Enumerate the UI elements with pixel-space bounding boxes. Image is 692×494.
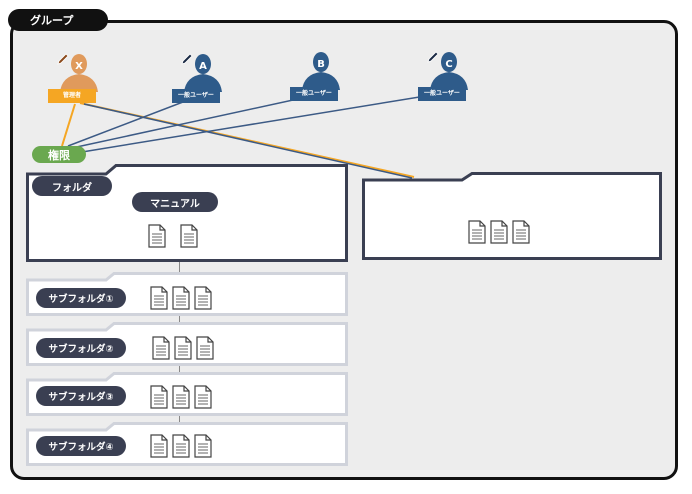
user-role: 一般ユーザー — [172, 89, 220, 103]
person-icon — [302, 52, 340, 90]
user-letter: C — [445, 59, 453, 70]
document-icon[interactable] — [194, 385, 212, 409]
document-icon[interactable] — [180, 224, 198, 248]
document-icon[interactable] — [194, 286, 212, 310]
user-letter: A — [199, 61, 207, 72]
permission-badge: 権限 — [32, 146, 86, 163]
subfolder-label: サブフォルダ③ — [36, 386, 126, 406]
document-icon[interactable] — [172, 286, 190, 310]
document-icon[interactable] — [148, 224, 166, 248]
document-icon[interactable] — [490, 220, 508, 244]
subfolder-label: サブフォルダ② — [36, 338, 126, 358]
subfolder-docs — [150, 434, 212, 458]
pencil-icon — [427, 51, 439, 63]
document-icon[interactable] — [468, 220, 486, 244]
user-a[interactable]: A 一般ユーザー — [172, 52, 226, 108]
document-icon[interactable] — [194, 434, 212, 458]
manual-label: マニュアル — [132, 192, 218, 212]
subfolder-docs — [150, 286, 212, 310]
user-x[interactable]: X 管理者 — [48, 52, 102, 108]
folder-label: フォルダ — [32, 176, 112, 196]
document-icon[interactable] — [172, 434, 190, 458]
person-icon — [184, 54, 222, 92]
person-icon — [60, 54, 98, 92]
group-label: グループ — [8, 9, 108, 31]
document-icon[interactable] — [152, 336, 170, 360]
subfolder-docs — [150, 385, 212, 409]
main-folder-docs — [148, 224, 198, 248]
folder-icon — [362, 172, 662, 260]
user-letter: X — [75, 61, 83, 72]
user-role: 一般ユーザー — [290, 87, 338, 101]
document-icon[interactable] — [150, 286, 168, 310]
user-c[interactable]: C 一般ユーザー — [418, 50, 472, 106]
pencil-icon — [181, 53, 193, 65]
person-icon — [430, 52, 468, 90]
document-icon[interactable] — [172, 385, 190, 409]
subfolder-label: サブフォルダ④ — [36, 436, 126, 456]
document-icon[interactable] — [196, 336, 214, 360]
right-folder[interactable] — [362, 172, 662, 260]
document-icon[interactable] — [512, 220, 530, 244]
user-role: 一般ユーザー — [418, 87, 466, 101]
document-icon[interactable] — [150, 434, 168, 458]
user-letter: B — [317, 59, 325, 70]
subfolder-docs — [152, 336, 214, 360]
right-folder-docs — [468, 220, 530, 244]
subfolder-label: サブフォルダ① — [36, 288, 126, 308]
user-b[interactable]: B 一般ユーザー — [290, 50, 344, 106]
document-icon[interactable] — [174, 336, 192, 360]
document-icon[interactable] — [150, 385, 168, 409]
user-role: 管理者 — [48, 89, 96, 103]
pencil-icon — [57, 53, 69, 65]
